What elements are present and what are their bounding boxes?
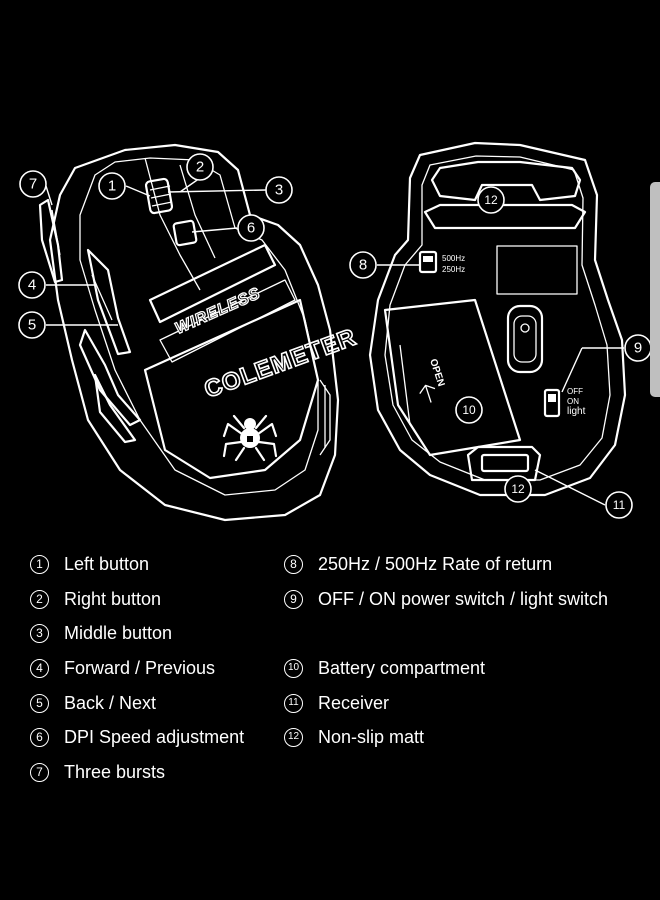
legend-number: 11 [284, 693, 303, 713]
callout-2: 2 [186, 153, 214, 181]
rate-250-label: 250Hz [442, 265, 465, 274]
legend-text: Receiver [318, 692, 390, 713]
legend-number: 4 [30, 658, 49, 678]
callout-10: 10 [455, 396, 483, 424]
legend-text: Middle button [64, 622, 173, 643]
callout-1: 1 [98, 172, 126, 200]
spider-logo-icon [222, 414, 278, 462]
legend-item: 1 Left button [30, 550, 149, 578]
legend-text: DPI Speed adjustment [64, 726, 245, 747]
legend-item: 12 Non-slip matt [284, 723, 424, 751]
legend-number: 7 [30, 762, 49, 782]
legend-text: OFF / ON power switch / light switch [318, 588, 609, 609]
mouse-diagram-svg: WIRELESS COLEMETER 500Hz 250Hz [18, 141, 652, 522]
callout-11: 11 [605, 491, 633, 519]
legend-item: 10 Battery compartment [284, 654, 485, 682]
legend-text: Forward / Previous [64, 657, 216, 678]
legend-item: 3 Middle button [30, 619, 172, 647]
legend-number: 10 [284, 658, 303, 678]
legend-item: 9 OFF / ON power switch / light switch [284, 585, 608, 613]
legend-number: 5 [30, 693, 49, 713]
open-label: OPEN [427, 358, 446, 388]
svg-text:7: 7 [29, 176, 37, 193]
legend-item: 5 Back / Next [30, 689, 156, 717]
rate-500-label: 500Hz [442, 254, 465, 263]
svg-text:8: 8 [359, 257, 367, 274]
svg-text:10: 10 [462, 403, 476, 417]
scrollbar-thumb[interactable] [650, 182, 660, 397]
legend-text: Left button [64, 553, 150, 574]
legend-item: 2 Right button [30, 585, 161, 613]
legend-number: 1 [30, 554, 49, 574]
svg-text:11: 11 [613, 498, 626, 512]
legend-text: 250Hz / 500Hz Rate of return [318, 553, 553, 574]
legend-item: 4 Forward / Previous [30, 654, 215, 682]
callout-7: 7 [19, 170, 47, 198]
callout-8: 8 [349, 251, 377, 279]
legend-text: Right button [64, 588, 162, 609]
legend-text: Non-slip matt [318, 726, 425, 747]
switch-off-label: OFF [567, 387, 583, 396]
legend-number: 2 [30, 589, 49, 609]
legend-text: Three bursts [64, 761, 166, 782]
switch-light-label: light [567, 406, 586, 417]
svg-text:5: 5 [28, 317, 36, 334]
legend-item: 11 Receiver [284, 689, 389, 717]
legend-item: 6 DPI Speed adjustment [30, 723, 244, 751]
switch-on-label: ON [567, 397, 579, 406]
leader-lines [45, 177, 624, 506]
mouse-top-outline [48, 143, 340, 522]
legend-item: 8 250Hz / 500Hz Rate of return [284, 550, 552, 578]
svg-text:12: 12 [484, 193, 498, 207]
callout-9: 9 [624, 334, 652, 362]
callout-markers: 1 2 3 4 5 6 7 8 9 10 11 12 12 [18, 153, 652, 519]
legend-item: 7 Three bursts [30, 758, 165, 786]
mouse-diagram: WIRELESS COLEMETER 500Hz 250Hz [18, 141, 652, 522]
svg-text:1: 1 [108, 178, 116, 195]
legend-number: 9 [284, 589, 303, 609]
callout-3: 3 [265, 176, 293, 204]
callout-6: 6 [237, 214, 265, 242]
callout-12-top: 12 [477, 186, 505, 214]
legend-number: 12 [284, 727, 303, 747]
legend-number: 3 [30, 623, 49, 643]
callout-4: 4 [18, 271, 46, 299]
legend-text: Back / Next [64, 692, 157, 713]
svg-text:12: 12 [511, 482, 525, 496]
callout-5: 5 [18, 311, 46, 339]
legend-number: 8 [284, 554, 303, 574]
svg-text:6: 6 [247, 220, 255, 237]
svg-text:4: 4 [28, 277, 36, 294]
legend-text: Battery compartment [318, 657, 486, 678]
svg-text:9: 9 [634, 340, 642, 357]
mouse-top-view: WIRELESS COLEMETER [38, 143, 361, 522]
svg-text:3: 3 [275, 182, 283, 199]
svg-text:2: 2 [196, 159, 204, 176]
legend-number: 6 [30, 727, 49, 747]
legend: 1 Left button 2 Right button 3 Middle bu… [0, 548, 660, 798]
callout-12-bottom: 12 [504, 475, 532, 503]
